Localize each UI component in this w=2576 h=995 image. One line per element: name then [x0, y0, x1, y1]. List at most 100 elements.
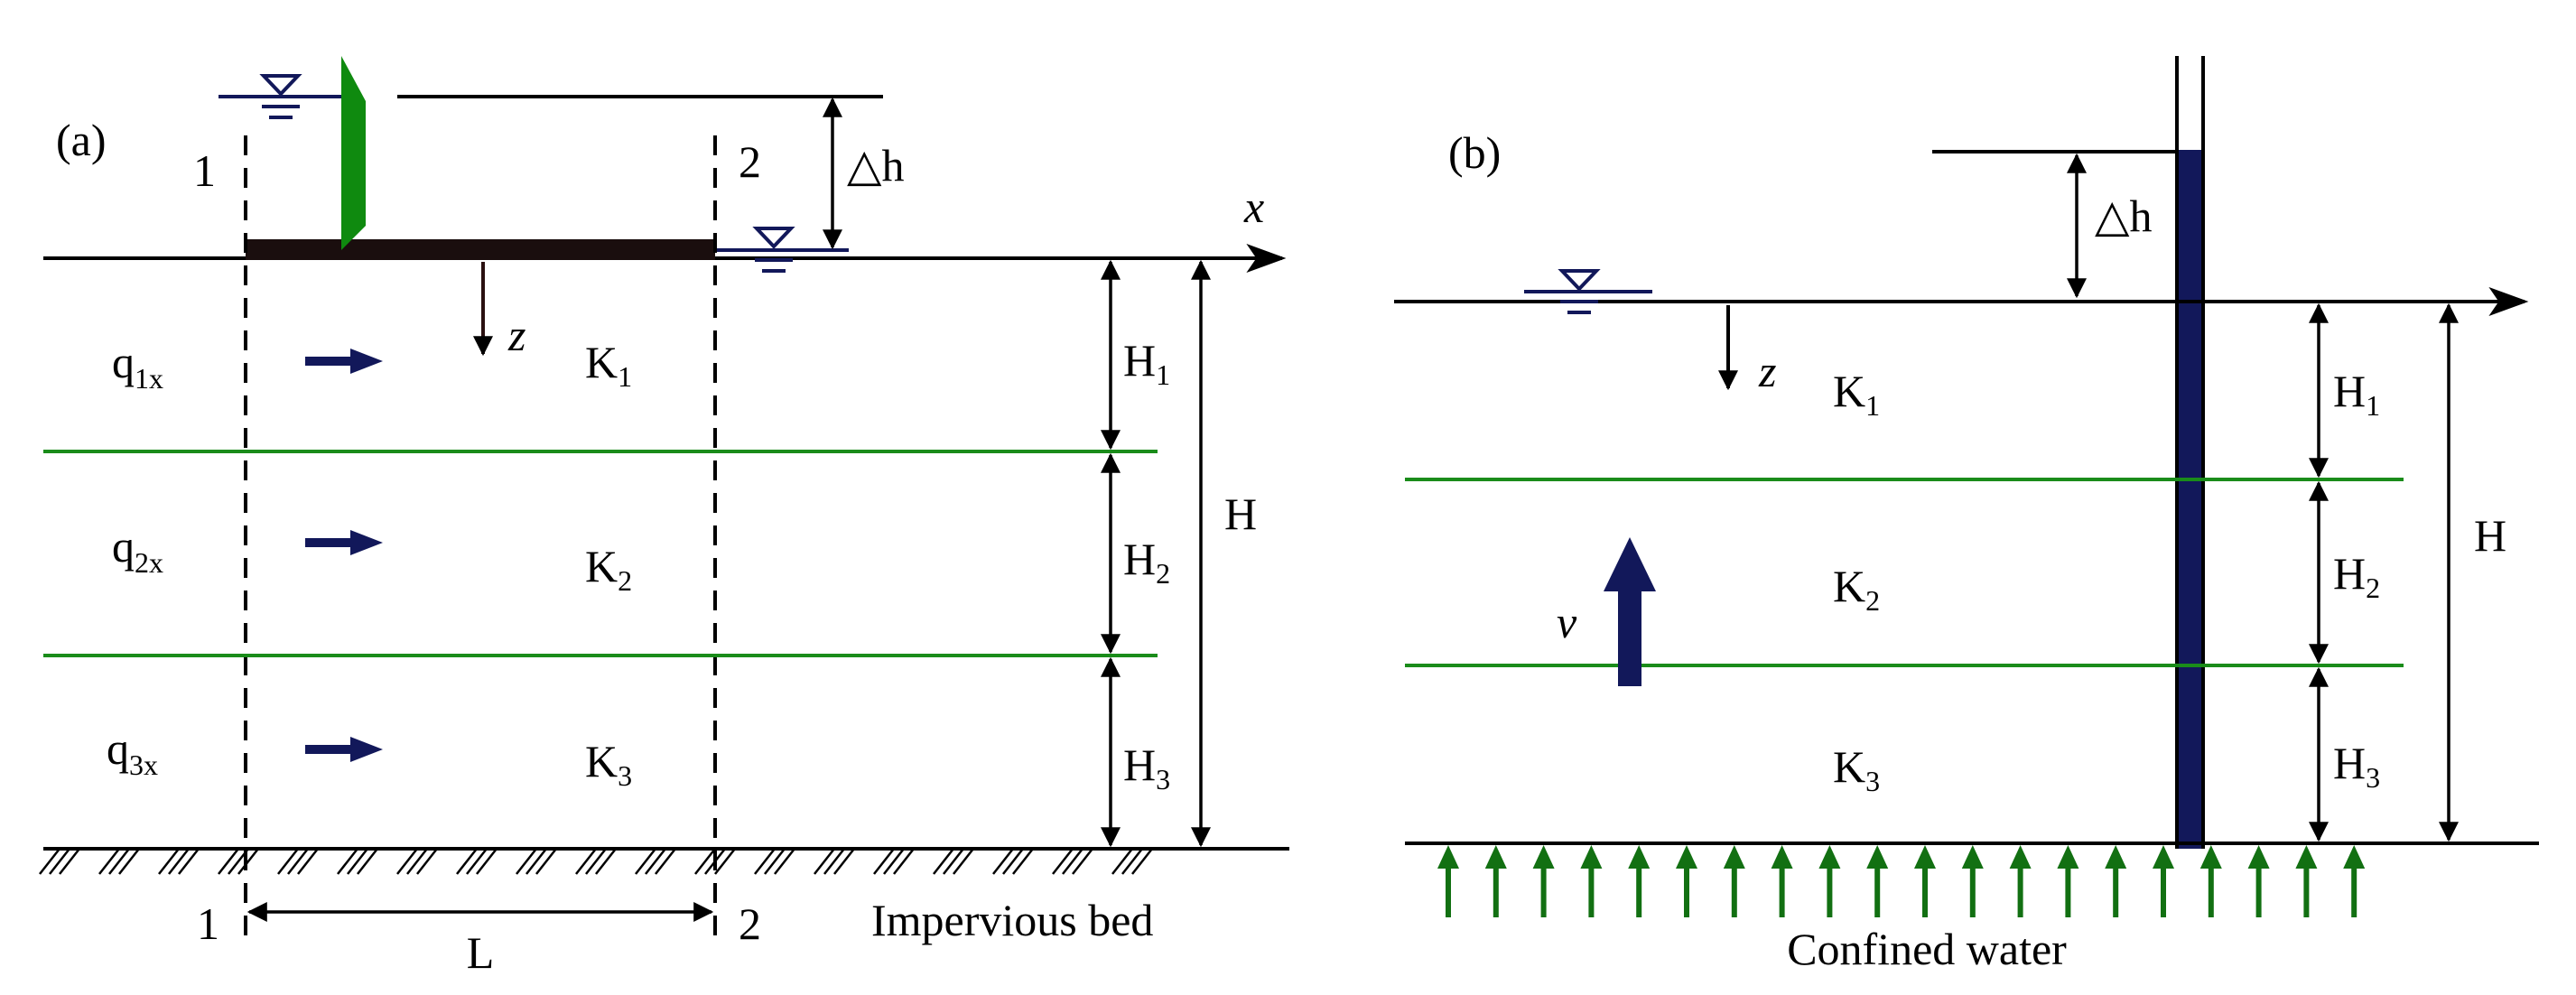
- a-section-1-top-label: 1: [193, 145, 216, 196]
- hatch-mark: [585, 848, 607, 875]
- panel-a: (a) x △h z 1 2: [39, 56, 1289, 978]
- upward-flow-arrow: [2105, 845, 2127, 917]
- upward-flow-arrow: [2247, 845, 2270, 917]
- hatch-mark: [406, 848, 428, 875]
- hatch-mark: [59, 848, 80, 875]
- hatch-mark: [39, 848, 60, 875]
- a-k-label-3: K3: [585, 736, 632, 792]
- b-water-table-symbol: [1524, 269, 1652, 314]
- hatch-mark: [178, 848, 200, 875]
- hatch-mark: [1111, 848, 1133, 875]
- hatch-mark: [1062, 848, 1083, 875]
- b-velocity-arrow: [1604, 537, 1656, 686]
- upward-flow-arrow: [1866, 845, 1889, 917]
- a-section-1-bottom-label: 1: [197, 898, 219, 949]
- a-downstream-water-symbol: [715, 227, 849, 273]
- b-z-axis-label: z: [1758, 346, 1776, 396]
- b-total-h-label: H: [2474, 510, 2506, 561]
- b-standpipe-water-column: [2179, 150, 2201, 849]
- upward-flow-arrow: [1914, 845, 1936, 917]
- panel-b: (b) △h z K1 K2 K3: [1394, 56, 2539, 974]
- hatch-mark: [655, 848, 676, 875]
- a-sheet-pile: [341, 56, 366, 250]
- b-k-label-3: K3: [1833, 741, 1880, 797]
- a-impervious-bed-label: Impervious bed: [871, 895, 1153, 945]
- a-upstream-water-symbol: [219, 74, 341, 119]
- hatch-mark: [98, 848, 120, 875]
- a-flux-arrow-2: [305, 530, 383, 555]
- hatch-mark: [1052, 848, 1074, 875]
- hatch-mark: [1072, 848, 1093, 875]
- a-flux-arrow-3: [305, 737, 383, 762]
- hatch-mark: [228, 848, 249, 875]
- hatch-mark: [575, 848, 597, 875]
- hatch-mark: [525, 848, 547, 875]
- hatch-mark: [476, 848, 498, 875]
- upward-flow-arrow: [1676, 845, 1697, 917]
- b-velocity-label: v: [1557, 597, 1577, 647]
- upward-flow-arrow: [1818, 845, 1841, 917]
- hatch-mark: [237, 848, 259, 875]
- hatch-mark: [1002, 848, 1024, 875]
- hatch-mark: [833, 848, 855, 875]
- upward-flow-arrow: [2199, 845, 2222, 917]
- hatch-mark: [337, 848, 358, 875]
- hatch-mark: [694, 848, 716, 875]
- b-h2-label: H2: [2333, 548, 2380, 604]
- hatch-mark: [218, 848, 239, 875]
- hatch-mark: [287, 848, 309, 875]
- b-confined-flow-arrows: [1437, 845, 2366, 917]
- upward-flow-arrow: [2343, 845, 2366, 917]
- b-k-label-2: K2: [1833, 561, 1880, 617]
- a-flux-label-3: q3x: [107, 723, 158, 781]
- upward-flow-arrow: [2057, 845, 2079, 917]
- hatch-mark: [49, 848, 70, 875]
- hatch-mark: [595, 848, 617, 875]
- a-x-axis-label: x: [1243, 181, 1264, 232]
- upward-flow-arrow: [1628, 845, 1651, 917]
- hatch-mark: [516, 848, 537, 875]
- hatch-mark: [873, 848, 895, 875]
- hatch-mark: [1121, 848, 1143, 875]
- hatch-mark: [396, 848, 418, 875]
- b-k-label-1: K1: [1833, 366, 1880, 422]
- hatch-mark: [893, 848, 915, 875]
- hatch-mark: [774, 848, 795, 875]
- hatch-mark: [108, 848, 130, 875]
- hatch-mark: [297, 848, 319, 875]
- a-section-2-bottom-label: 2: [739, 898, 761, 949]
- hatch-mark: [714, 848, 736, 875]
- a-total-h-label: H: [1224, 488, 1257, 539]
- upward-flow-arrow: [1484, 845, 1507, 917]
- upward-flow-arrow: [2295, 845, 2318, 917]
- hatch-mark: [764, 848, 786, 875]
- b-h1-label: H1: [2333, 366, 2380, 422]
- hatch-mark: [754, 848, 776, 875]
- a-delta-h-label: △h: [847, 140, 904, 191]
- hatch-mark: [645, 848, 666, 875]
- panel-a-label: (a): [56, 115, 107, 165]
- upward-flow-arrow: [1532, 845, 1555, 917]
- a-k-label-2: K2: [585, 541, 632, 597]
- a-h1-label: H1: [1123, 335, 1170, 391]
- hatch-mark: [357, 848, 378, 875]
- hatch-mark: [168, 848, 190, 875]
- hatch-mark: [953, 848, 974, 875]
- hatch-mark: [823, 848, 845, 875]
- hatch-mark: [635, 848, 656, 875]
- upward-flow-arrow: [2153, 845, 2174, 917]
- a-flux-label-1: q1x: [112, 337, 163, 395]
- hatch-mark: [118, 848, 140, 875]
- a-length-label: L: [467, 927, 495, 978]
- a-z-axis-label: z: [507, 310, 525, 360]
- a-flux-label-2: q2x: [112, 521, 163, 579]
- hatch-mark: [814, 848, 835, 875]
- hatch-mark: [943, 848, 964, 875]
- hatch-mark: [883, 848, 905, 875]
- hatch-mark: [456, 848, 478, 875]
- a-section-2-top-label: 2: [739, 136, 761, 187]
- a-k-label-1: K1: [585, 337, 632, 393]
- panel-b-label: (b): [1448, 127, 1501, 178]
- upward-flow-arrow: [1580, 845, 1603, 917]
